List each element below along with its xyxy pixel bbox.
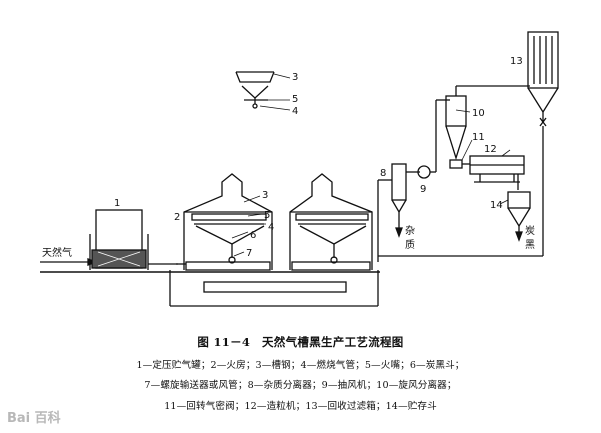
label-11: 11 (472, 132, 485, 143)
label-1: 1 (114, 198, 120, 209)
label-3a: 3 (292, 72, 298, 83)
label-9: 9 (420, 184, 426, 195)
pipe-to-separator (377, 179, 392, 258)
legend-line: 11—回转气密阀；12—造粒机；13—回收过滤箱；14—贮存斗 (164, 401, 437, 412)
rotary-airlock (449, 159, 470, 169)
label-4a: 4 (292, 106, 298, 117)
legend-line: 7—螺旋输送器或风管；8—杂质分离器；9—抽风机；10—旋风分离器； (144, 380, 457, 391)
label-7: 7 (246, 248, 252, 259)
label-13: 13 (510, 56, 523, 67)
impurity-label-2: 质 (405, 239, 415, 251)
label-5a: 5 (292, 94, 298, 105)
pressure-gas-holder (89, 209, 178, 270)
impurity-separator (391, 163, 407, 238)
exhaust-fan (406, 99, 450, 179)
label-6: 6 (250, 230, 256, 241)
label-10: 10 (472, 108, 485, 119)
figure-title: 图 11－4 天然气槽黑生产工艺流程图 (197, 335, 404, 349)
label-4b: 4 (268, 222, 274, 233)
watermark: Bai 百科 (7, 411, 61, 426)
component-numbers: 1 2 3 5 4 3 5 4 6 7 8 9 10 11 12 13 14 天… (42, 56, 535, 259)
pelletizer (469, 155, 525, 190)
label-14: 14 (490, 200, 503, 211)
burner-detail (235, 71, 275, 109)
label-12: 12 (484, 144, 497, 155)
leader-lines (231, 73, 511, 257)
carbon-black-label-2: 黑 (525, 239, 535, 251)
gas-inlet-pipe (40, 258, 98, 266)
impurity-label-1: 杂 (405, 225, 415, 237)
label-5b: 5 (264, 210, 270, 221)
carbon-black-label-1: 炭 (525, 225, 535, 237)
fire-house-b (289, 173, 373, 271)
legend-line: 1—定压贮气罐；2—火房；3—槽钢；4—燃烧气管；5—火嘴；6—炭黑斗； (136, 360, 465, 371)
label-3b: 3 (262, 190, 268, 201)
fire-house-a (176, 173, 273, 271)
cyclone-separator (445, 85, 530, 161)
recovery-filter-box (378, 31, 559, 257)
label-8: 8 (380, 168, 386, 179)
gas-inlet-label: 天然气 (42, 246, 72, 259)
label-2: 2 (174, 212, 180, 223)
screw-conveyor (169, 258, 379, 307)
